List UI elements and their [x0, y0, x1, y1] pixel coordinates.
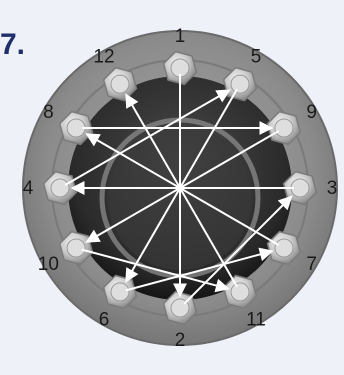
bolt-label-1: 1 [175, 26, 186, 47]
bolt-label-11: 11 [246, 310, 266, 331]
bolt-label-6: 6 [99, 310, 110, 331]
bolt-label-5: 5 [251, 46, 262, 67]
bolt-label-7: 7 [306, 254, 317, 275]
bolt-label-12: 12 [93, 46, 114, 67]
bolt-label-4: 4 [23, 178, 34, 199]
bolt-label-8: 8 [43, 102, 54, 123]
bolt-label-10: 10 [38, 254, 59, 275]
bolt-label-9: 9 [306, 102, 317, 123]
bolt-label-3: 3 [327, 178, 338, 199]
bolt-label-2: 2 [175, 330, 186, 351]
